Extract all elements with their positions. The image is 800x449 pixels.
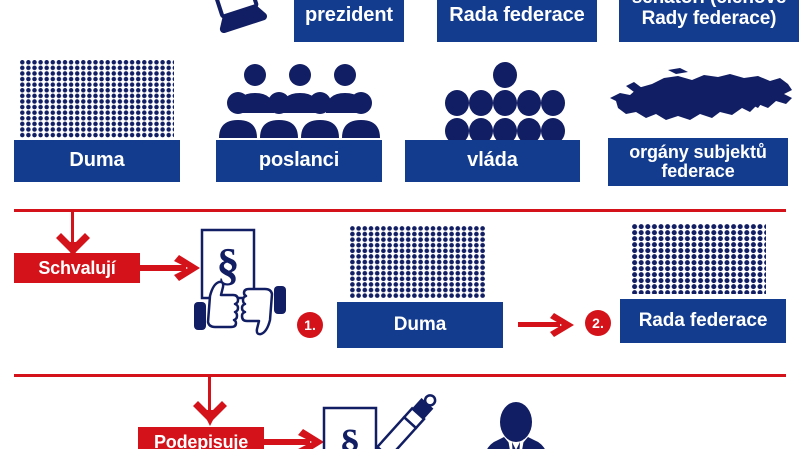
law-thumbs-icon: §: [185, 228, 295, 338]
label-organy-line2: federace: [661, 161, 735, 181]
label-vlada: vláda: [405, 140, 580, 182]
label-poslanci: poslanci: [216, 140, 382, 182]
label-organy-subjektu: orgány subjektů federace: [608, 138, 788, 186]
svg-text:§: §: [340, 422, 361, 449]
dot-matrix-icon-duma: [20, 60, 174, 138]
law-pen-icon: §: [320, 394, 450, 449]
label-senatori: senátoři (členové Rady federace): [619, 0, 799, 42]
tag-podepisuje: Podepisuje: [138, 427, 264, 449]
label-senatori-line2: Rady federace): [641, 8, 777, 29]
step-number-2-text: 2.: [592, 315, 604, 331]
label-rada-federace-step: Rada federace: [620, 299, 786, 343]
label-vlada-text: vláda: [467, 149, 518, 172]
label-rada-federace-top-text: Rada federace: [449, 4, 585, 27]
people-group-icon: [219, 63, 380, 138]
tag-schvaluji-text: Schvalují: [38, 257, 116, 278]
arrow-right-step-icon: [518, 312, 576, 338]
arrow-right-sign-icon: [264, 429, 326, 449]
label-rada-federace-top: Rada federace: [437, 0, 597, 42]
president-silhouette-icon: [478, 402, 554, 449]
label-senatori-line1: senátoři (členové: [632, 0, 787, 9]
label-duma-step: Duma: [337, 302, 503, 348]
step-number-2: 2.: [585, 310, 611, 336]
label-duma-step-text: Duma: [393, 313, 447, 335]
step-number-1: 1.: [297, 312, 323, 338]
ballot-hand-icon: [193, 0, 279, 40]
step-number-1-text: 1.: [304, 317, 316, 333]
label-rada-federace-step-text: Rada federace: [638, 309, 768, 331]
svg-text:§: §: [217, 239, 240, 290]
label-prezident-text: prezident: [305, 4, 393, 27]
tag-podepisuje-text: Podepisuje: [153, 431, 249, 449]
dot-pyramid-icon: [440, 62, 570, 144]
divider-rule-bottom: [14, 374, 786, 377]
connector-line-approve: [71, 209, 74, 251]
label-duma-top: Duma: [14, 140, 180, 182]
label-prezident: prezident: [294, 0, 404, 42]
label-poslanci-text: poslanci: [258, 149, 340, 172]
arrow-down-sign-icon: [191, 401, 229, 428]
arrow-right-approve-icon: [140, 255, 202, 281]
dot-matrix-icon-step-rada: [632, 224, 766, 294]
label-organy-line1: orgány subjektů: [629, 141, 767, 162]
arrow-down-approve-icon: [54, 233, 92, 260]
divider-rule-top: [14, 209, 786, 212]
tag-schvaluji: Schvalují: [14, 253, 140, 283]
label-duma-top-text: Duma: [69, 149, 125, 172]
dot-matrix-icon-step-duma: [350, 226, 486, 298]
connector-line-sign: [208, 374, 211, 422]
russia-map-icon: [608, 68, 794, 130]
